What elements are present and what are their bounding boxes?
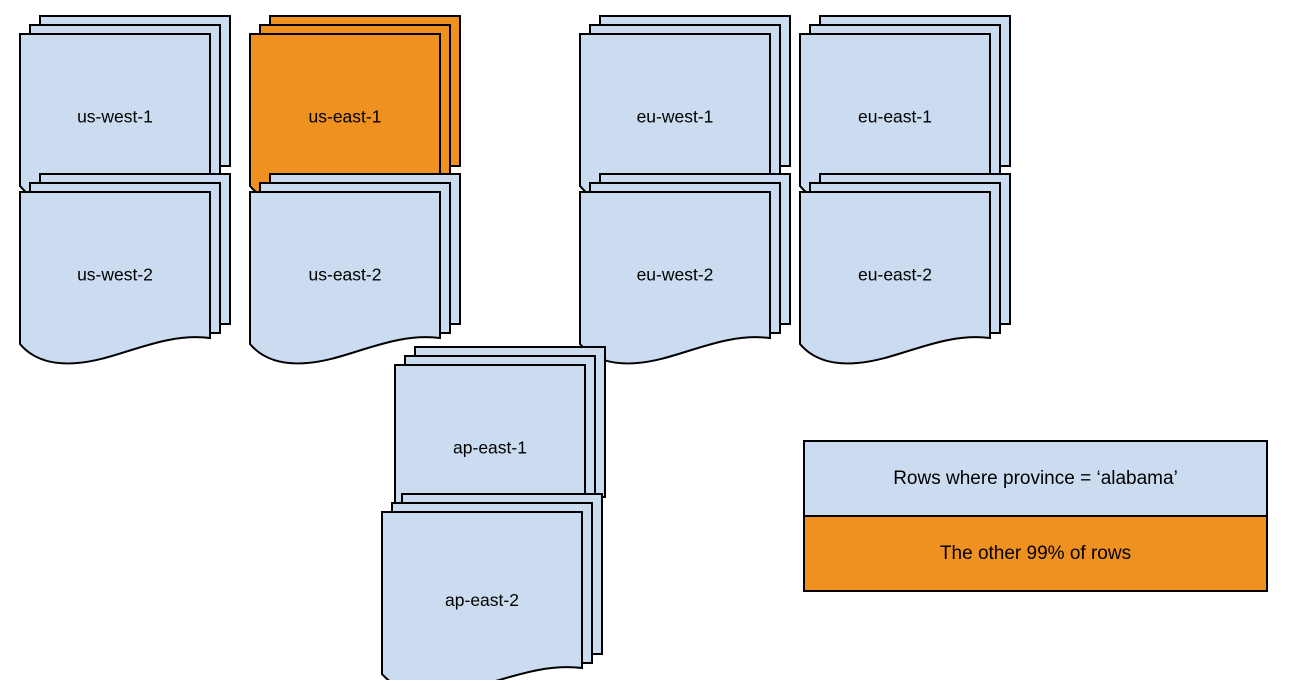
document-stack-label-us-east-1: us-east-1 [309,107,382,127]
document-stack-label-eu-west-2: eu-west-2 [637,265,714,285]
document-stack-eu-west-1[interactable]: eu-west-1 [578,14,791,207]
document-stack-eu-west-2[interactable]: eu-west-2 [578,172,791,365]
document-stack-label-ap-east-2: ap-east-2 [445,590,519,610]
document-stack-eu-east-1[interactable]: eu-east-1 [798,14,1011,207]
legend-row-alabama: Rows where province = ‘alabama’ [805,442,1266,517]
document-stack-eu-east-2-page-front [799,191,991,365]
document-stack-label-eu-east-1: eu-east-1 [858,107,932,127]
document-stack-label-ap-east-1: ap-east-1 [453,438,527,458]
legend: Rows where province = ‘alabama’ The other… [803,440,1268,592]
document-stack-label-us-west-1: us-west-1 [77,107,153,127]
document-stack-label-eu-east-2: eu-east-2 [858,265,932,285]
legend-row-alabama-label: Rows where province = ‘alabama’ [893,468,1178,489]
document-stack-us-east-2-page-front [249,191,441,365]
document-stack-ap-east-2-page-front [381,511,583,680]
document-stack-us-west-1[interactable]: us-west-1 [18,14,231,207]
document-stack-label-eu-west-1: eu-west-1 [637,107,714,127]
document-stack-us-east-2[interactable]: us-east-2 [248,172,461,365]
document-stack-us-west-2-page-front [19,191,211,365]
document-stack-ap-east-2[interactable]: ap-east-2 [380,492,603,680]
document-stack-label-us-west-2: us-west-2 [77,265,153,285]
document-stack-us-west-2[interactable]: us-west-2 [18,172,231,365]
legend-row-other-label: The other 99% of rows [939,543,1132,564]
document-stack-us-east-1[interactable]: us-east-1 [248,14,461,207]
legend-row-other: The other 99% of rows [805,517,1266,590]
document-stack-eu-east-2[interactable]: eu-east-2 [798,172,1011,365]
document-stack-label-us-east-2: us-east-2 [309,265,382,285]
